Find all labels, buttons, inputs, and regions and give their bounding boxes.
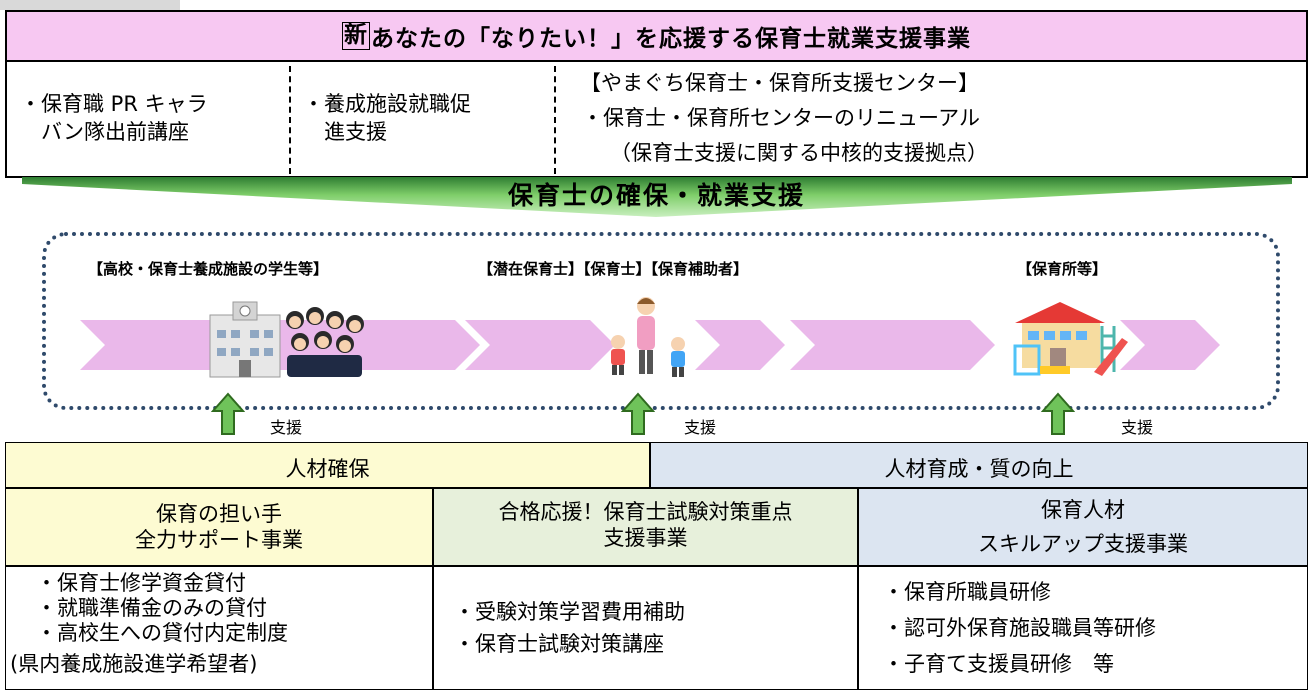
up-arrow-icon [1041,392,1075,435]
stage-students: 【高校・保育士養成施設の学生等】 [88,260,329,278]
caregiver-children-icon [611,297,685,377]
support-label: 支援 [684,418,717,437]
funnel-arrow-band [22,177,1292,217]
flow-box [42,232,1280,410]
stage-caregivers: 【潜在保育士】【保育士】【保育補助者】 [478,260,749,278]
up-arrow-icon [211,392,245,435]
list-skill-up: ・保育所職員研修 ・認可外保育施設職員等研修 ・子育て支援員研修 等 [858,566,1308,690]
up-arrow-icon [621,392,655,435]
program-exam-support: 合格応援！保育士試験対策重点 支援事業 [433,488,858,566]
support-label: 支援 [270,418,303,437]
top-item-school-support: ・養成施設就職促 進支援 [303,92,471,144]
program-skill-up: 保育人材 スキルアップ支援事業 [858,488,1308,566]
school-students-icon [209,301,364,378]
header-recruitment: 人材確保 [5,442,650,488]
top-body [5,62,1308,178]
nursery-building-icon [1013,302,1128,376]
divider-dashed [289,66,291,174]
list-exam-support: ・受験対策学習費用補助 ・保育士試験対策講座 [433,566,858,690]
top-item-caravan: ・保育職 PR キャラ バン隊出前講座 [20,92,208,144]
list-full-support: ・保育士修学資金貸付 ・就職準備金のみの貸付 ・高校生への貸付内定制度 (県内養… [5,566,433,690]
divider-dashed [554,66,556,174]
new-mark: 新 [342,22,370,50]
top-title: 新 あなたの「なりたい！」を応援する保育士就業支援事業 [5,10,1308,62]
program-full-support: 保育の担い手 全力サポート事業 [5,488,433,566]
corner-tab [0,0,180,10]
top-title-text: あなたの「なりたい！」を応援する保育士就業支援事業 [371,26,971,52]
support-label: 支援 [1121,418,1154,437]
top-item-center: 【やまぐち保育士・保育所支援センター】 ・保育士・保育所センターのリニューアル … [580,71,988,165]
stage-nursery: 【保育所等】 [1017,260,1108,278]
band-label: 保育士の確保・就業支援 [507,181,805,210]
header-development: 人材育成・質の向上 [650,442,1308,488]
